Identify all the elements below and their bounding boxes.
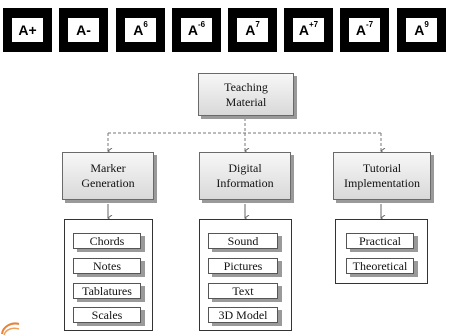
- category-line2: Implementation: [344, 176, 420, 190]
- panel-tutorial-implementation: [335, 219, 428, 284]
- marker-label: A+7: [293, 18, 324, 42]
- category-line1: Tutorial: [362, 161, 402, 175]
- list-item-notes: Notes: [73, 258, 141, 274]
- list-item-sound: Sound: [208, 233, 278, 249]
- marker-label: A-: [68, 18, 99, 42]
- list-item-scales: Scales: [73, 307, 141, 323]
- category-line2: Information: [216, 176, 274, 190]
- marker-label: A+: [12, 18, 43, 42]
- fiducial-marker-a-minus-6: A-6: [172, 8, 221, 52]
- list-item-pictures: Pictures: [208, 258, 278, 274]
- fiducial-marker-a-plus-7: A+7: [284, 8, 333, 52]
- list-item-practical: Practical: [346, 233, 414, 249]
- marker-label: A-6: [181, 18, 212, 42]
- fiducial-marker-a-minus: A-: [59, 8, 108, 52]
- marker-label: A-7: [349, 18, 380, 42]
- root-line2: Material: [225, 94, 267, 109]
- logo-swirl-icon: [1, 322, 20, 335]
- list-item-theoretical: Theoretical: [346, 258, 414, 274]
- category-line1: Marker: [90, 161, 126, 175]
- list-item-tablatures: Tablatures: [73, 283, 141, 299]
- fiducial-marker-a-minus-7: A-7: [340, 8, 389, 52]
- list-item-chords: Chords: [73, 233, 141, 249]
- fiducial-marker-a-plus: A+: [3, 8, 52, 52]
- list-item-3d-model: 3D Model: [208, 307, 278, 323]
- list-item-text: Text: [208, 283, 278, 299]
- category-line2: Generation: [81, 176, 135, 190]
- category-line1: Digital: [228, 161, 262, 175]
- root-line1: Teaching: [224, 79, 268, 94]
